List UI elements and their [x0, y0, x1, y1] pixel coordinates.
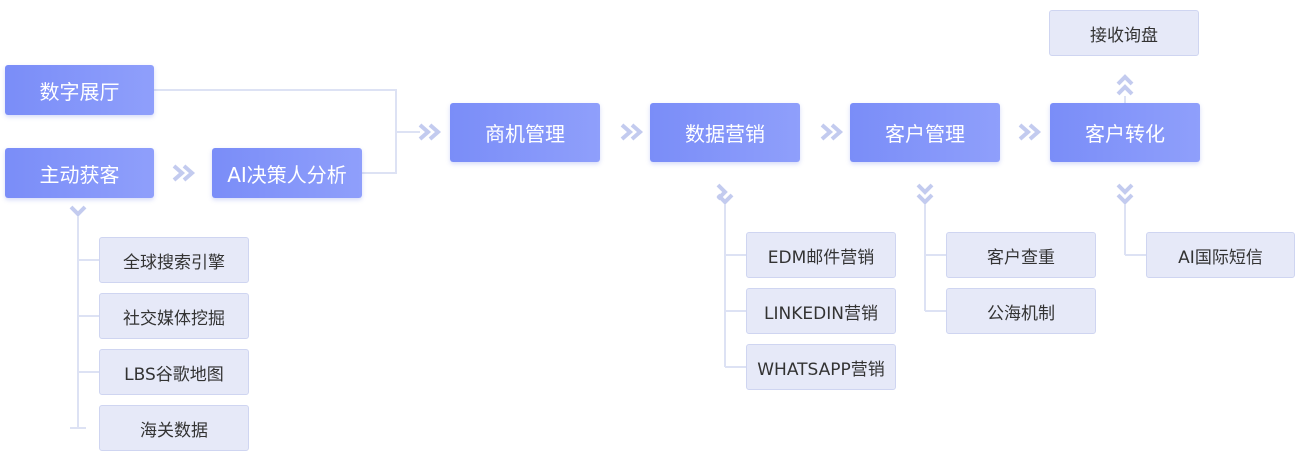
- node-mkt-channel-2[interactable]: LINKEDIN营销: [746, 288, 896, 334]
- arrow-to-ai-analysis-b: [182, 164, 196, 182]
- arrow-to-conversion: [1018, 123, 1032, 141]
- arrow-to-customer-mgmt-b: [830, 123, 844, 141]
- node-receive-inquiry[interactable]: 接收询盘: [1049, 10, 1199, 56]
- node-data-marketing[interactable]: 数据营销: [650, 103, 800, 162]
- node-customer-mgmt[interactable]: 客户管理: [850, 103, 1000, 162]
- node-acq-channel-1[interactable]: 全球搜索引擎: [99, 237, 249, 283]
- arrow-to-opportunity: [418, 123, 432, 141]
- node-customer-tool-1[interactable]: 客户查重: [946, 232, 1096, 278]
- arrow-down-customer: [916, 183, 934, 195]
- arrow-to-customer-mgmt: [820, 123, 834, 141]
- node-active-acquisition[interactable]: 主动获客: [5, 148, 154, 198]
- connector-digital-hall: [154, 89, 397, 132]
- connector-ai-analysis: [362, 132, 397, 174]
- arrow-to-data-marketing: [620, 123, 634, 141]
- arrow-down-conversion: [1116, 183, 1134, 195]
- arrow-down-acquisition: [69, 205, 87, 217]
- node-customer-tool-2[interactable]: 公海机制: [946, 288, 1096, 334]
- node-acq-channel-2[interactable]: 社交媒体挖掘: [99, 293, 249, 339]
- node-conversion-tool-1[interactable]: AI国际短信: [1146, 232, 1295, 278]
- arrow-down-conversion-b: [1116, 193, 1134, 205]
- arrow-to-ai-analysis: [172, 164, 186, 182]
- node-mkt-channel-1[interactable]: EDM邮件营销: [746, 232, 896, 278]
- node-acq-channel-4[interactable]: 海关数据: [99, 405, 249, 451]
- node-acq-channel-3[interactable]: LBS谷歌地图: [99, 349, 249, 395]
- arrow-to-conversion-b: [1028, 123, 1042, 141]
- node-customer-conversion[interactable]: 客户转化: [1050, 103, 1200, 162]
- arrow-down-customer-b: [916, 193, 934, 205]
- node-digital-hall[interactable]: 数字展厅: [5, 65, 154, 115]
- arrow-up-inquiry-b: [1116, 84, 1134, 96]
- node-opportunity-mgmt[interactable]: 商机管理: [450, 103, 600, 162]
- arrow-to-opportunity-b: [428, 123, 442, 141]
- node-mkt-channel-3[interactable]: WHATSAPP营销: [746, 344, 896, 390]
- node-ai-analysis[interactable]: AI决策人分析: [212, 148, 362, 198]
- arrow-to-data-marketing-b: [630, 123, 644, 141]
- arrow-up-inquiry: [1116, 74, 1134, 86]
- arrow-down-marketing-b: [716, 193, 734, 205]
